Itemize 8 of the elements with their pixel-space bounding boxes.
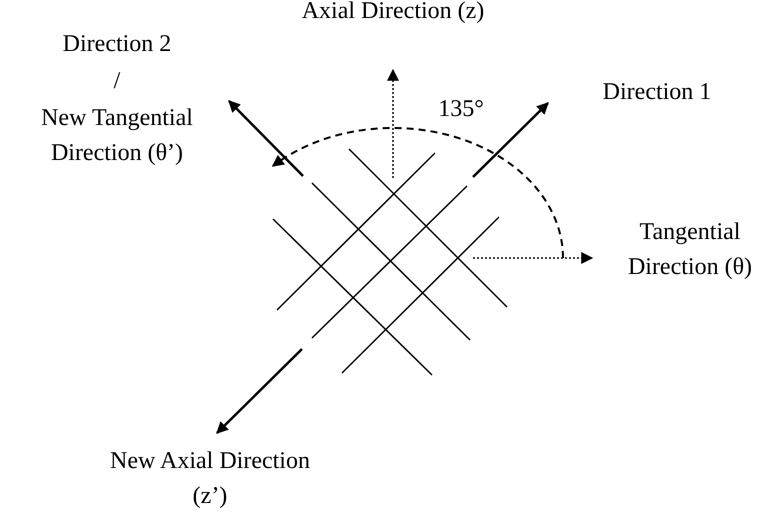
separator-label: / [112,67,122,96]
direction-label: New Axial Direction (z’) [109,447,311,511]
angle-label: 135° [437,95,485,124]
direction-label: Direction 2 [62,30,172,59]
direction-label: Tangential Direction (θ) [626,218,754,282]
direction-label: Direction 1 [602,78,712,107]
direction-label: Axial Direction (z) [300,0,486,26]
direction-label: New Tangential Direction (θ’) [40,104,194,168]
